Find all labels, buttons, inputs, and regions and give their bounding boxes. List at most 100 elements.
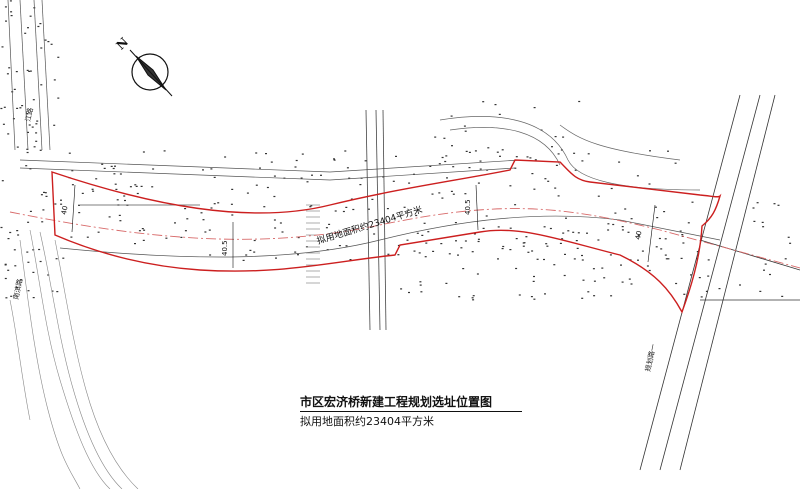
survey-point bbox=[334, 210, 337, 212]
survey-point bbox=[557, 195, 560, 197]
survey-point bbox=[8, 67, 11, 69]
survey-point bbox=[152, 168, 155, 170]
left-road bbox=[7, 0, 51, 151]
survey-point bbox=[281, 231, 284, 233]
dimension-label: 40.5 bbox=[464, 199, 472, 215]
survey-point bbox=[123, 195, 126, 197]
survey-point bbox=[457, 254, 459, 256]
survey-point bbox=[279, 222, 282, 224]
drawing-title: 市区宏济桥新建工程规划选址位置图 bbox=[300, 395, 493, 409]
survey-point bbox=[468, 151, 471, 153]
survey-point bbox=[463, 125, 466, 127]
survey-point bbox=[687, 222, 690, 224]
survey-point bbox=[705, 290, 708, 292]
survey-point bbox=[333, 158, 335, 160]
survey-point bbox=[39, 23, 42, 25]
survey-point bbox=[119, 173, 122, 175]
survey-point bbox=[25, 165, 28, 167]
survey-point bbox=[406, 239, 409, 241]
survey-point bbox=[309, 206, 312, 208]
survey-point bbox=[54, 203, 57, 205]
survey-point bbox=[119, 220, 122, 222]
survey-point bbox=[683, 293, 686, 295]
survey-point bbox=[509, 227, 512, 229]
survey-point bbox=[345, 206, 348, 208]
survey-point bbox=[328, 223, 331, 225]
survey-point bbox=[142, 239, 145, 241]
survey-point bbox=[10, 15, 13, 17]
survey-point bbox=[547, 180, 550, 182]
survey-point bbox=[408, 182, 411, 184]
survey-point bbox=[572, 231, 575, 233]
survey-point bbox=[618, 161, 621, 163]
survey-point bbox=[581, 259, 584, 261]
survey-point bbox=[301, 153, 304, 155]
survey-point bbox=[242, 259, 245, 261]
survey-point bbox=[386, 208, 389, 210]
survey-point bbox=[387, 253, 390, 255]
survey-point bbox=[151, 186, 154, 188]
survey-point bbox=[53, 124, 56, 126]
survey-point bbox=[28, 124, 31, 126]
survey-point bbox=[270, 161, 273, 163]
survey-point bbox=[143, 229, 146, 231]
survey-point bbox=[476, 273, 479, 275]
survey-point bbox=[545, 243, 548, 245]
survey-point bbox=[97, 231, 100, 233]
survey-point bbox=[112, 167, 115, 170]
survey-point bbox=[348, 177, 351, 179]
survey-point bbox=[675, 282, 678, 285]
survey-point bbox=[621, 229, 624, 231]
survey-point bbox=[27, 290, 30, 292]
survey-point bbox=[529, 157, 532, 159]
survey-point bbox=[498, 113, 501, 115]
survey-point bbox=[607, 223, 610, 225]
survey-point bbox=[4, 264, 7, 266]
survey-point bbox=[586, 232, 588, 234]
survey-point bbox=[443, 137, 446, 139]
survey-point bbox=[646, 265, 649, 267]
survey-point bbox=[249, 249, 252, 251]
survey-point bbox=[32, 99, 35, 101]
survey-point bbox=[32, 297, 35, 299]
survey-point bbox=[557, 153, 560, 155]
survey-point bbox=[739, 284, 741, 286]
survey-point bbox=[371, 198, 374, 200]
survey-point bbox=[769, 273, 771, 276]
survey-point bbox=[665, 258, 668, 260]
survey-point bbox=[274, 227, 277, 229]
survey-point bbox=[609, 254, 612, 256]
survey-point bbox=[593, 280, 596, 282]
survey-point bbox=[209, 254, 212, 256]
survey-point bbox=[462, 268, 465, 270]
survey-point bbox=[342, 210, 345, 213]
survey-point bbox=[29, 15, 32, 17]
survey-point bbox=[202, 169, 204, 171]
survey-point bbox=[637, 259, 639, 261]
survey-point bbox=[35, 140, 38, 142]
survey-point bbox=[501, 248, 504, 250]
survey-point bbox=[333, 159, 336, 161]
survey-point bbox=[660, 248, 663, 250]
survey-point bbox=[452, 193, 455, 195]
survey-point bbox=[180, 236, 183, 238]
survey-point bbox=[7, 269, 10, 271]
survey-point bbox=[325, 227, 328, 229]
survey-point bbox=[16, 230, 19, 232]
survey-point bbox=[26, 69, 29, 71]
survey-point bbox=[41, 221, 44, 223]
survey-point bbox=[425, 242, 428, 244]
survey-point bbox=[78, 204, 80, 206]
survey-point bbox=[581, 297, 584, 299]
survey-point bbox=[597, 195, 600, 197]
survey-point bbox=[364, 160, 367, 162]
survey-point bbox=[200, 212, 203, 214]
survey-point bbox=[612, 223, 615, 226]
survey-point bbox=[29, 210, 32, 212]
survey-point bbox=[403, 206, 406, 208]
survey-point bbox=[68, 152, 71, 154]
survey-point bbox=[667, 258, 670, 260]
survey-point bbox=[482, 101, 485, 103]
survey-point bbox=[472, 299, 475, 301]
survey-point bbox=[26, 148, 29, 150]
